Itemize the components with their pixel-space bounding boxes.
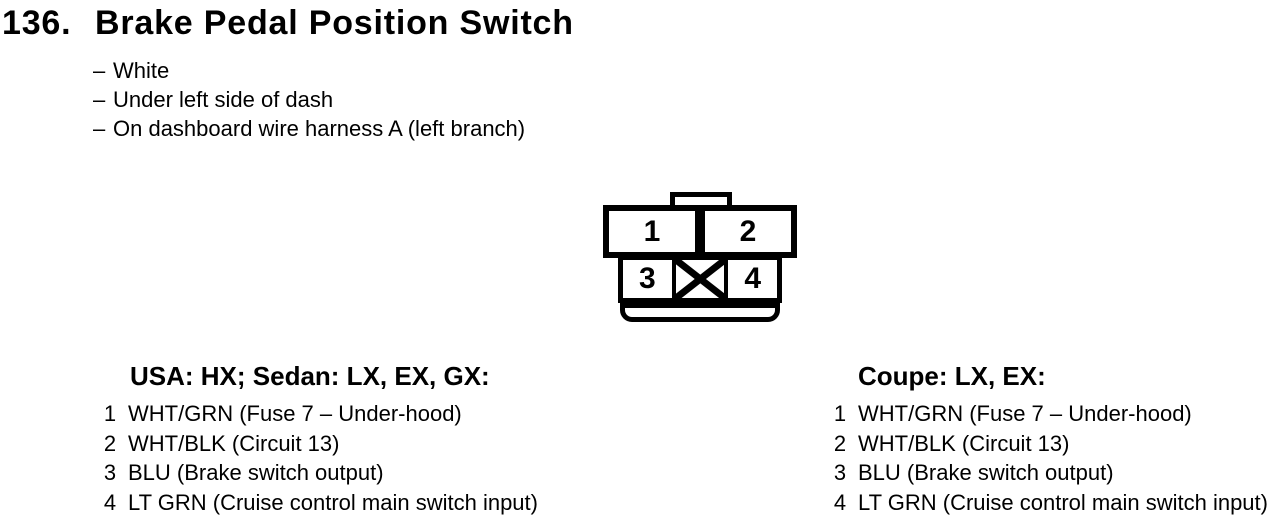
pin-row: 3 BLU (Brake switch output): [830, 458, 1268, 488]
pin-row: 4 LT GRN (Cruise control main switch inp…: [100, 488, 538, 518]
pin-table-heading-usa-sedan: USA: HX; Sedan: LX, EX, GX:: [130, 361, 490, 391]
pin-row: 3 BLU (Brake switch output): [100, 458, 538, 488]
cavity-label: 4: [744, 262, 762, 295]
pin-description: BLU (Brake switch output): [858, 460, 1114, 485]
pin-number: 2: [103, 430, 117, 456]
note-text: Under left side of dash: [113, 87, 334, 112]
pin-description: LT GRN (Cruise control main switch input…: [128, 489, 538, 515]
cavity-label: 1: [643, 214, 661, 248]
pin-table-coupe: 1 WHT/GRN (Fuse 7 – Under-hood) 2 WHT/BL…: [830, 399, 1268, 517]
cavity-2: 2: [705, 211, 791, 252]
pin-description: WHT/BLK (Circuit 13): [128, 430, 340, 456]
pin-number: 2: [833, 430, 847, 456]
pin-row: 1 WHT/GRN (Fuse 7 – Under-hood): [830, 399, 1268, 429]
note-item: – Under left side of dash: [93, 85, 525, 114]
connector-lip: [620, 303, 780, 322]
section-number: 136.: [2, 4, 72, 42]
note-text: On dashboard wire harness A (left branch…: [113, 116, 526, 141]
page-title: Brake Pedal Position Switch: [95, 4, 574, 42]
pin-row: 4 LT GRN (Cruise control main switch inp…: [830, 488, 1268, 518]
cavity-label: 2: [739, 214, 757, 248]
pin-number: 1: [103, 401, 117, 426]
pin-description: WHT/GRN (Fuse 7 – Under-hood): [858, 401, 1192, 426]
blocked-cavity: [675, 260, 725, 298]
cavity-3: 3: [623, 260, 672, 298]
pin-number: 1: [833, 401, 847, 426]
cavity-1: 1: [609, 211, 695, 252]
cavity-4: 4: [728, 260, 778, 298]
pin-description: BLU (Brake switch output): [128, 460, 384, 485]
note-list: – White – Under left side of dash – On d…: [93, 56, 525, 143]
pin-description: WHT/BLK (Circuit 13): [858, 430, 1070, 456]
pin-row: 2 WHT/BLK (Circuit 13): [830, 429, 1268, 459]
note-dash: –: [93, 58, 106, 83]
pin-number: 4: [103, 489, 117, 515]
blocked-cavity-x-icon: [675, 260, 725, 298]
pin-row: 2 WHT/BLK (Circuit 13): [100, 429, 538, 459]
pin-row: 1 WHT/GRN (Fuse 7 – Under-hood): [100, 399, 538, 429]
pin-table-heading-coupe: Coupe: LX, EX:: [858, 361, 1046, 391]
pin-number: 3: [103, 460, 117, 485]
note-item: – On dashboard wire harness A (left bran…: [93, 114, 525, 143]
pin-table-usa-sedan: 1 WHT/GRN (Fuse 7 – Under-hood) 2 WHT/BL…: [100, 399, 538, 517]
pin-number: 4: [833, 489, 847, 515]
page-title-row: 136. Brake Pedal Position Switch: [2, 4, 574, 42]
pin-description: LT GRN (Cruise control main switch input…: [858, 489, 1268, 515]
note-dash: –: [93, 87, 106, 112]
note-text: White: [113, 58, 170, 83]
connector-body-bottom: 3 4: [618, 258, 782, 303]
pin-number: 3: [833, 460, 847, 485]
pin-description: WHT/GRN (Fuse 7 – Under-hood): [128, 401, 462, 426]
connector-body-top: 1 2: [603, 205, 797, 258]
note-item: – White: [93, 56, 525, 85]
note-dash: –: [93, 116, 106, 141]
cavity-label: 3: [638, 262, 656, 295]
